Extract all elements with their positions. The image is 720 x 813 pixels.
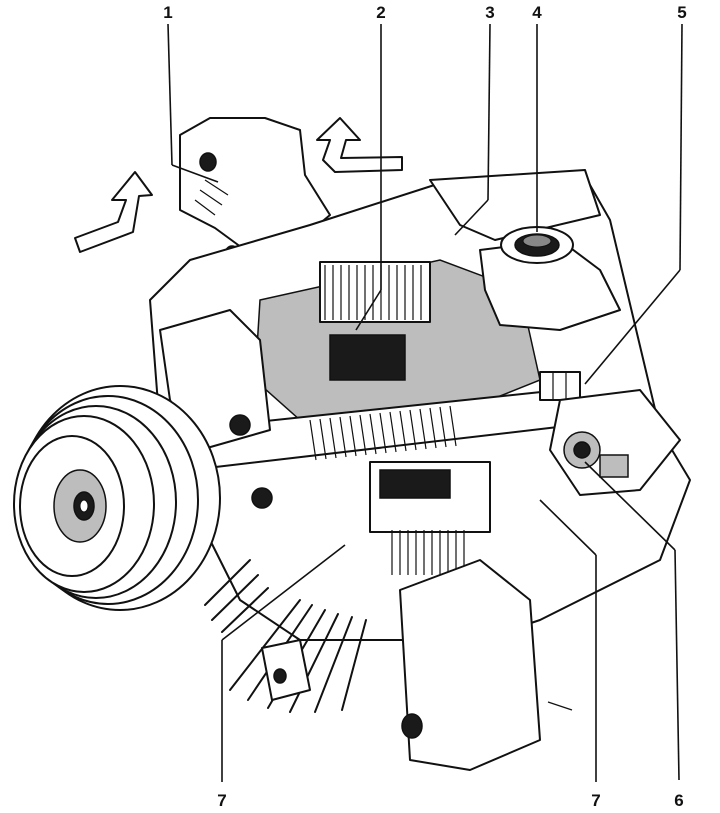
leader-lines <box>167 23 683 782</box>
rectifier-assembly <box>549 389 681 496</box>
leader-line-1 <box>167 23 173 166</box>
front-mounting-foot <box>261 559 541 771</box>
callout-6: 6 <box>674 791 683 810</box>
callout-1: 1 <box>163 3 172 22</box>
callout-2: 2 <box>376 3 385 22</box>
leader-line-1b <box>171 164 219 183</box>
leader-line-6 <box>674 549 680 781</box>
stray-mark <box>547 701 573 711</box>
drive-pulley <box>13 385 221 611</box>
slip-rings <box>539 371 581 401</box>
leader-line-6b <box>584 461 676 551</box>
callout-7b: 7 <box>591 791 600 810</box>
callout-3: 3 <box>485 3 494 22</box>
rotor <box>369 461 491 575</box>
leader-line-5b <box>584 269 681 385</box>
leader-line-7bb <box>539 499 597 556</box>
stator <box>319 261 431 381</box>
leader-line-7ab <box>221 544 346 641</box>
airflow-arrow-right <box>316 117 403 173</box>
leader-line-3 <box>487 23 491 201</box>
callout-7a: 7 <box>217 791 226 810</box>
leader-line-5 <box>679 23 683 271</box>
leader-line-3b <box>454 199 489 236</box>
cooling-fins <box>204 559 367 713</box>
callout-5: 5 <box>677 3 686 22</box>
callouts: 1 2 3 4 5 6 7 7 <box>163 3 686 810</box>
voltage-regulator <box>479 226 621 331</box>
airflow-arrow-left <box>74 171 153 253</box>
callout-4: 4 <box>532 3 542 22</box>
leader-line-2b <box>355 289 382 331</box>
